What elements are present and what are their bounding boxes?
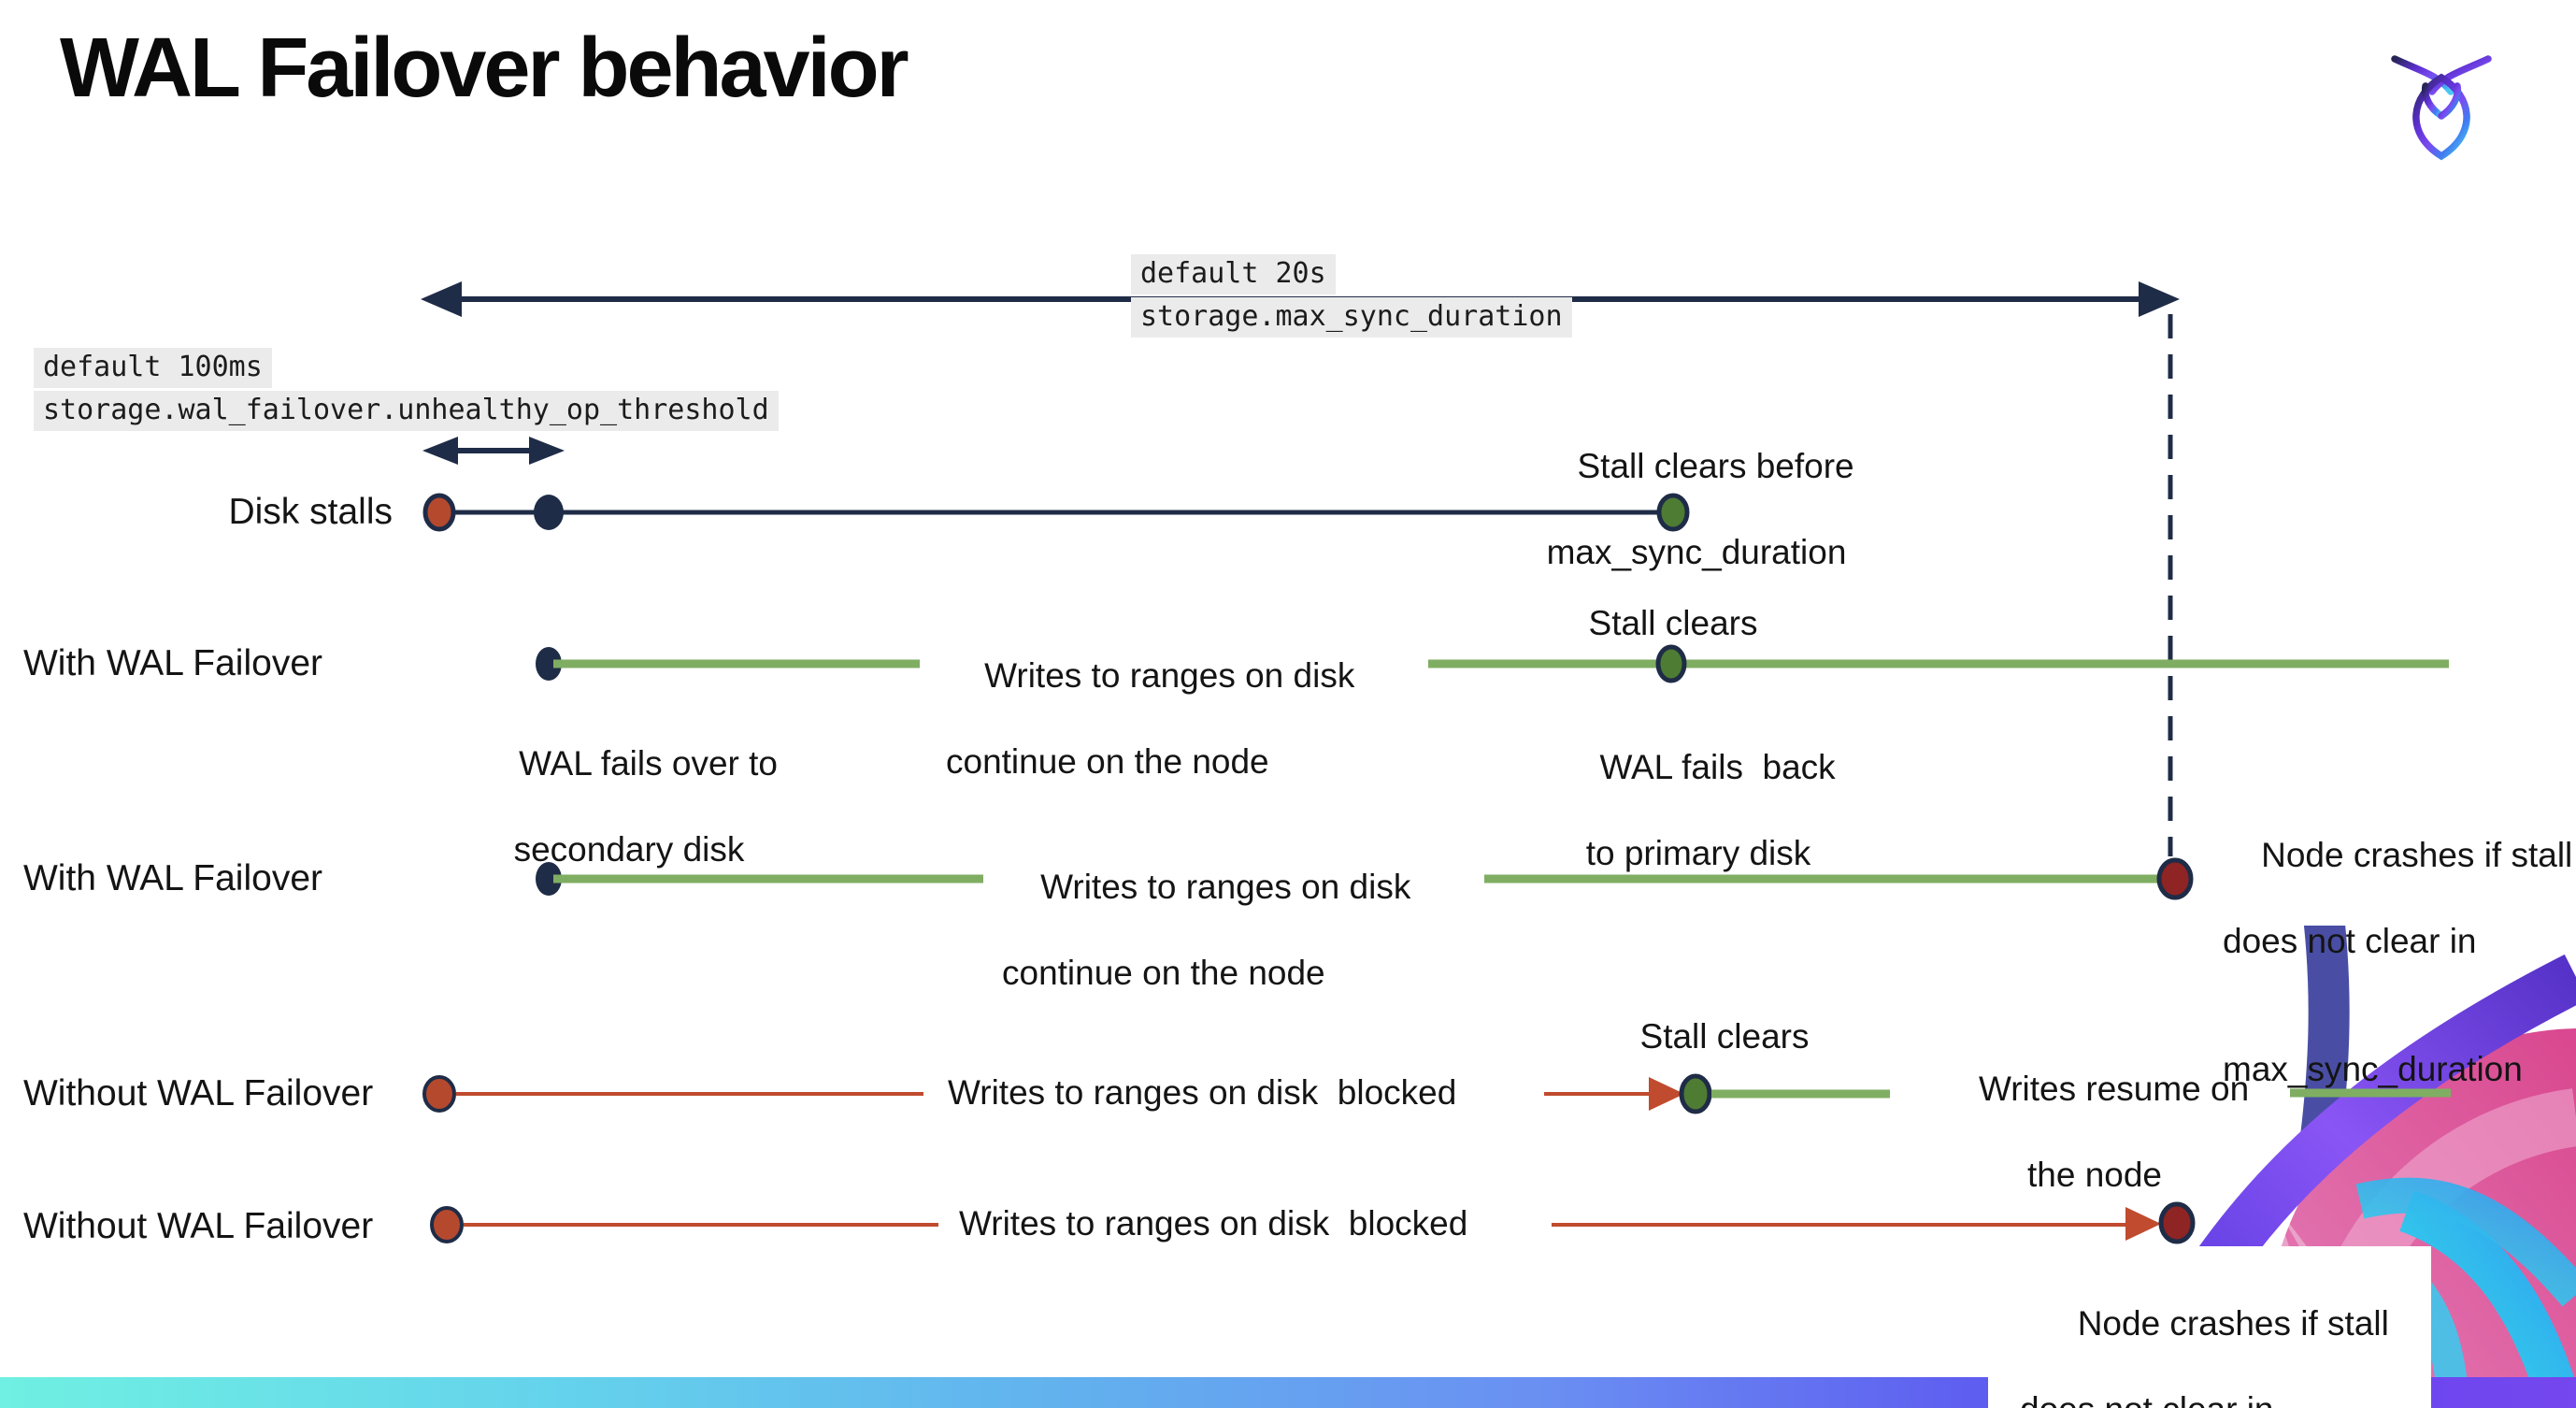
max-sync-setting-name: storage.max_sync_duration bbox=[1131, 297, 1572, 338]
note-writes-continue-1: Writes to ranges on disk continue on the… bbox=[946, 655, 1355, 781]
arrowhead-right-icon bbox=[529, 437, 565, 465]
note-wal-fails-over: WAL fails over to secondary disk bbox=[513, 743, 779, 869]
disk-stall-start-dot bbox=[430, 1206, 464, 1243]
note-stall-clears-1: Stall clears bbox=[1588, 604, 1758, 642]
node-crash-callout-box: Node crashes if stall does not clear in … bbox=[1988, 1246, 2431, 1408]
cockroach-labs-logo-icon bbox=[2391, 55, 2492, 161]
note-writes-continue-2: Writes to ranges on disk continue on the… bbox=[1002, 867, 1411, 992]
logo-glyph bbox=[2391, 55, 2492, 161]
stall-clears-dot bbox=[1679, 1073, 1712, 1114]
row-label-disk-stalls: Disk stalls bbox=[228, 492, 393, 532]
arrowhead-left-icon bbox=[421, 281, 462, 317]
page-title: WAL Failover behavior bbox=[60, 22, 909, 115]
unhealthy-op-setting-name: storage.wal_failover.unhealthy_op_thresh… bbox=[34, 391, 779, 431]
row-label-with-wal-failover-1: With WAL Failover bbox=[23, 643, 322, 683]
note-node-crashes-right: Node crashes if stall does not clear in … bbox=[2223, 835, 2573, 1089]
row-label-without-wal-failover-1: Without WAL Failover bbox=[23, 1073, 374, 1113]
note-stall-clears-2: Stall clears bbox=[1639, 1017, 1810, 1056]
red-arrowhead-icon bbox=[1649, 1077, 1684, 1111]
unhealthy-op-default-label: default 100ms bbox=[34, 348, 272, 388]
row-label-with-wal-failover-2: With WAL Failover bbox=[23, 858, 322, 898]
note-writes-blocked-2: Writes to ranges on disk blocked bbox=[959, 1204, 1468, 1243]
threshold-reached-dot bbox=[534, 495, 564, 530]
failover-dot bbox=[536, 647, 562, 681]
disk-stall-start-dot bbox=[422, 493, 456, 532]
disk-stall-start-dot bbox=[422, 1075, 456, 1113]
max-sync-default-label: default 20s bbox=[1131, 254, 1336, 295]
note-node-crashes-bottom: Node crashes if stall does not clear in … bbox=[2020, 1303, 2389, 1408]
note-writes-resume: Writes resume on the node bbox=[1978, 1069, 2250, 1194]
arrowhead-left-icon bbox=[422, 437, 458, 465]
note-writes-blocked-1: Writes to ranges on disk blocked bbox=[948, 1073, 1457, 1112]
note-wal-fails-back: WAL fails back to primary disk bbox=[1585, 747, 1836, 872]
note-stall-clears-before: Stall clears before max_sync_duration bbox=[1546, 446, 1854, 571]
arrowhead-right-icon bbox=[2139, 281, 2180, 317]
row-label-without-wal-failover-2: Without WAL Failover bbox=[23, 1206, 374, 1246]
node-crash-dot bbox=[2156, 857, 2194, 900]
